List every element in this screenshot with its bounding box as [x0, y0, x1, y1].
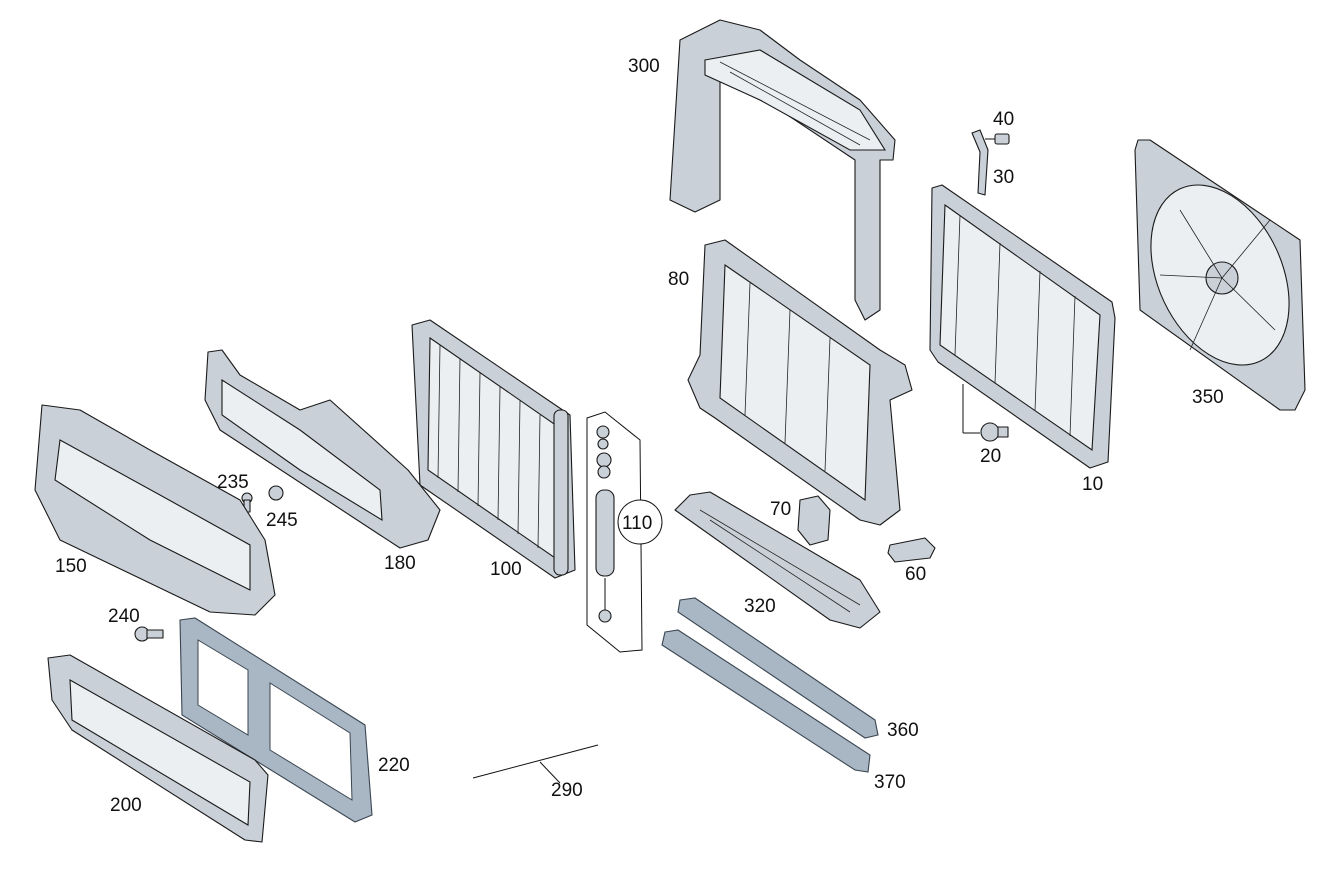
part-350-fan-shroud — [1134, 139, 1306, 411]
part-10-radiator — [929, 184, 1116, 469]
part-110-drier-kit — [586, 411, 663, 653]
callout-70: 70 — [770, 499, 791, 520]
callout-150: 150 — [55, 556, 87, 577]
callout-40: 40 — [993, 109, 1014, 130]
callout-100: 100 — [490, 559, 522, 580]
part-320-air-guide — [674, 491, 881, 629]
part-240-screw — [134, 626, 164, 642]
callout-80: 80 — [668, 269, 689, 290]
callout-360: 360 — [887, 720, 919, 741]
callout-30: 30 — [993, 167, 1014, 188]
callout-10: 10 — [1082, 474, 1103, 495]
callout-290: 290 — [551, 780, 583, 801]
part-360-seal — [677, 597, 879, 739]
callout-320: 320 — [744, 596, 776, 617]
callout-20: 20 — [980, 446, 1001, 467]
part-220-frame — [179, 617, 373, 823]
callout-240: 240 — [108, 606, 140, 627]
part-290-line — [472, 744, 599, 784]
callout-350: 350 — [1192, 387, 1224, 408]
part-100-condenser — [411, 319, 576, 579]
callout-200: 200 — [110, 795, 142, 816]
callout-60: 60 — [905, 564, 926, 585]
part-20-drain-plug — [962, 384, 1009, 442]
part-370-seal — [661, 629, 871, 773]
part-300-upper-frame — [669, 19, 896, 321]
part-60-mount — [887, 537, 936, 563]
callout-235: 235 — [217, 472, 249, 493]
callout-300: 300 — [628, 56, 660, 77]
part-40-screw — [985, 133, 1010, 145]
callout-220: 220 — [378, 755, 410, 776]
part-200-grille-frame — [47, 654, 269, 843]
part-80-radiator-frame — [687, 239, 913, 526]
callout-370: 370 — [874, 772, 906, 793]
part-150-air-duct — [34, 404, 276, 616]
part-245-washer — [268, 485, 284, 501]
part-30-bracket — [971, 129, 989, 196]
callout-245: 245 — [266, 510, 298, 531]
callout-110: 110 — [622, 513, 652, 534]
callout-180: 180 — [384, 553, 416, 574]
part-180-crossmember — [204, 349, 441, 549]
part-70-bracket — [797, 495, 831, 546]
